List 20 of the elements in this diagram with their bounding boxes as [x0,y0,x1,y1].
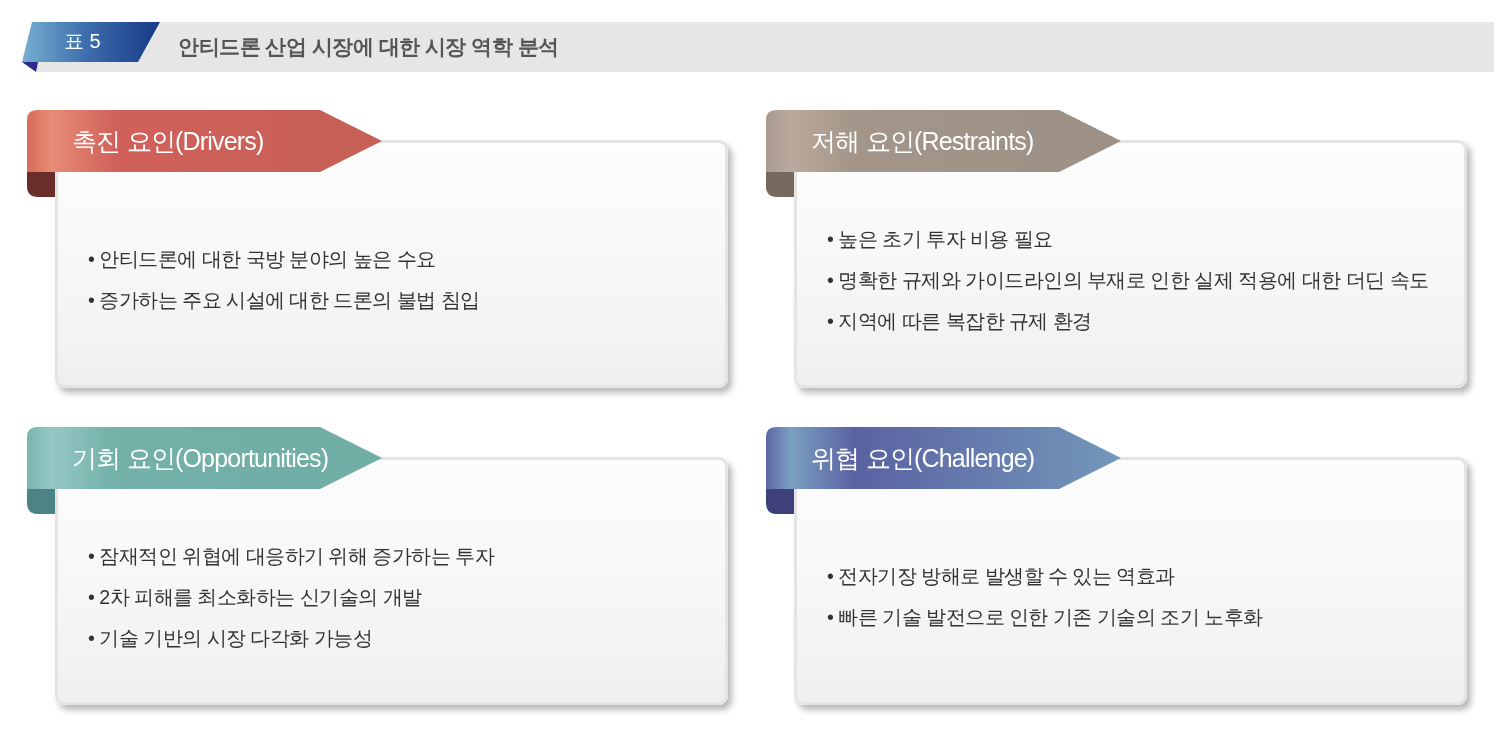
bullet-item: • 잠재적인 위협에 대응하기 위해 증가하는 투자 [88,543,495,569]
bullet-item: • 지역에 따른 복잡한 규제 환경 [827,308,1092,334]
bullet-item: • 증가하는 주요 시설에 대한 드론의 불법 침입 [88,288,480,313]
card-heading: 저해 요인(Restraints) [811,126,1034,156]
bullet-item: • 명확한 규제와 가이드라인의 부재로 인한 실제 적용에 대한 더딘 속도 [827,267,1429,293]
bullet-item: • 안티드론에 대한 국방 분야의 높은 수요 [88,247,436,272]
bullet-item: • 빠른 기술 발전으로 인한 기존 기술의 조기 노후화 [827,605,1263,630]
factor-card [766,427,1467,705]
factor-card [27,110,728,388]
title-text: 안티드론 산업 시장에 대한 시장 역학 분석 [178,34,559,60]
bullet-item: • 기술 기반의 시장 다각화 가능성 [88,625,373,651]
factor-card [27,427,728,705]
card-heading: 기회 요인(Opportunities) [72,443,329,473]
table-number: 표 5 [64,29,101,53]
bullet-item: • 2차 피해를 최소화하는 신기술의 개발 [88,584,422,610]
card-heading: 위협 요인(Challenge) [811,443,1035,473]
card-heading: 촉진 요인(Drivers) [72,126,264,156]
bullet-item: • 높은 초기 투자 비용 필요 [827,226,1053,252]
bullet-item: • 전자기장 방해로 발생할 수 있는 역효과 [827,564,1175,589]
factor-card [766,110,1467,388]
